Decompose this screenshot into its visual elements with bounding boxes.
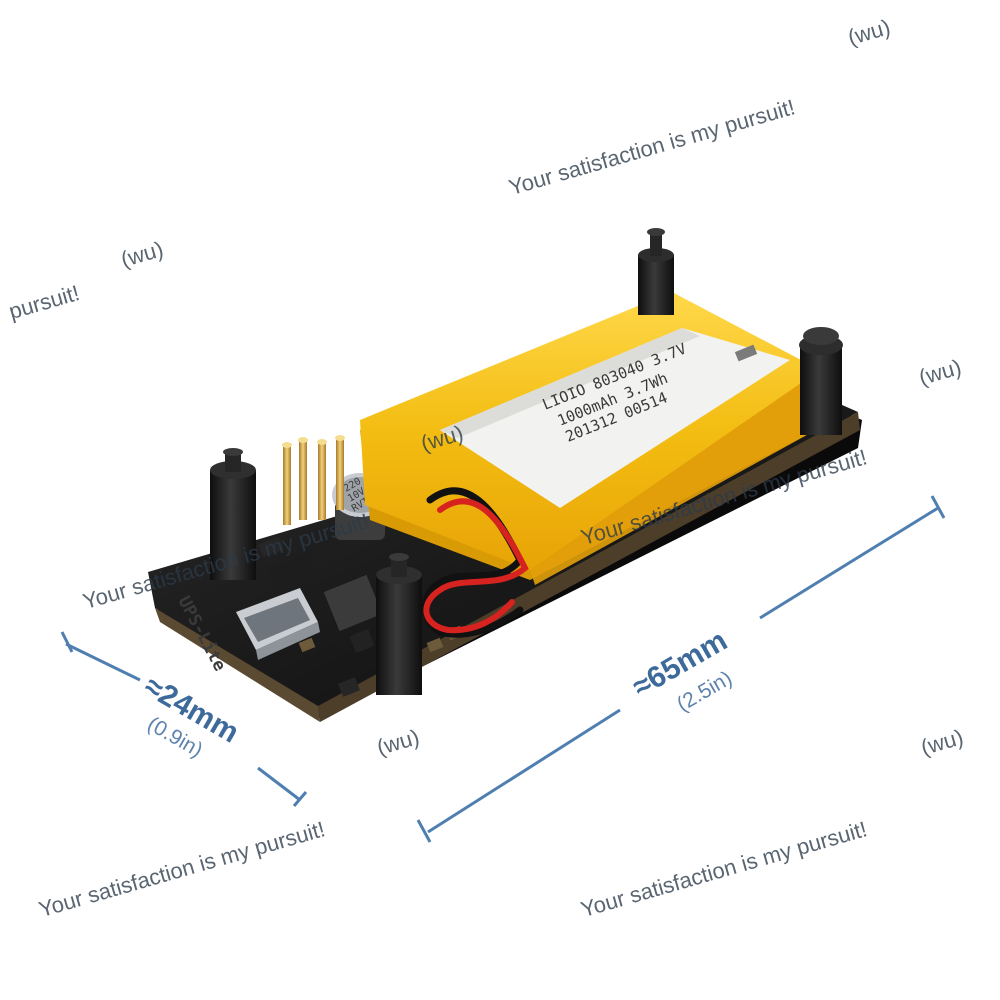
width-dimension-tick-left [60, 631, 74, 653]
length-dimension-tick-lower [416, 819, 432, 843]
lipo-battery: LIOIO 803040 3.7V 1000mAh 3.7Wh 201312 0… [360, 292, 825, 585]
micro-usb-port [236, 588, 320, 660]
length-dimension [416, 495, 946, 843]
pogo-pins [282, 435, 345, 525]
length-dimension-tick-upper [930, 495, 946, 519]
standoff-front-left [210, 448, 256, 580]
width-dimension-line-left [65, 642, 141, 682]
standoff-front-right [376, 553, 422, 695]
length-dimension-line-upper [759, 506, 939, 620]
width-dimension-tick-right [292, 791, 308, 807]
standoff-rear-right [799, 327, 843, 435]
length-dimension-line-lower [427, 708, 621, 834]
battery-wires [422, 487, 529, 638]
width-dimension [60, 631, 308, 807]
standoff-rear-left [638, 228, 674, 315]
width-dimension-line-right [257, 766, 301, 802]
